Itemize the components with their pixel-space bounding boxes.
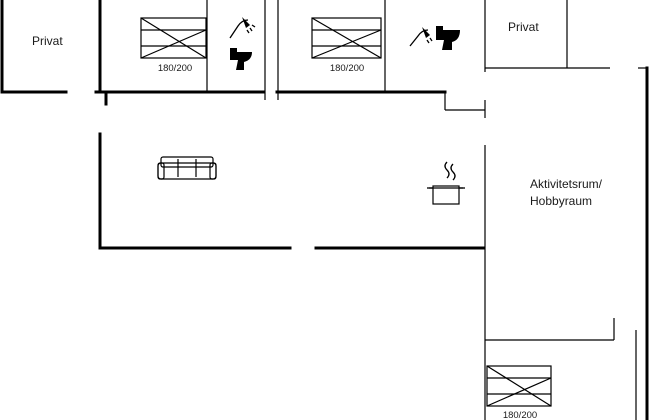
sofa-icon	[157, 156, 217, 180]
room-label-hobby: Hobbyraum	[530, 194, 592, 208]
bed-bottom-right: 180/200	[486, 365, 552, 420]
toilet-icon	[230, 48, 252, 70]
shower-icon	[229, 17, 256, 39]
room-label-privat: Privat	[32, 34, 63, 48]
bed-top-middle: 180/200	[311, 17, 382, 74]
bed-size-label: 180/200	[503, 410, 537, 420]
bed-size-label: 180/200	[158, 63, 192, 74]
room-label-privat: Privat	[508, 20, 539, 34]
shower-icon	[409, 27, 433, 47]
bed-size-label: 180/200	[330, 63, 364, 74]
toilet-icon	[436, 26, 460, 50]
room-label-activity: Aktivitetsrum/	[530, 177, 603, 191]
bed-top-left: 180/200	[140, 17, 207, 74]
cooking-pot-icon	[427, 161, 465, 205]
